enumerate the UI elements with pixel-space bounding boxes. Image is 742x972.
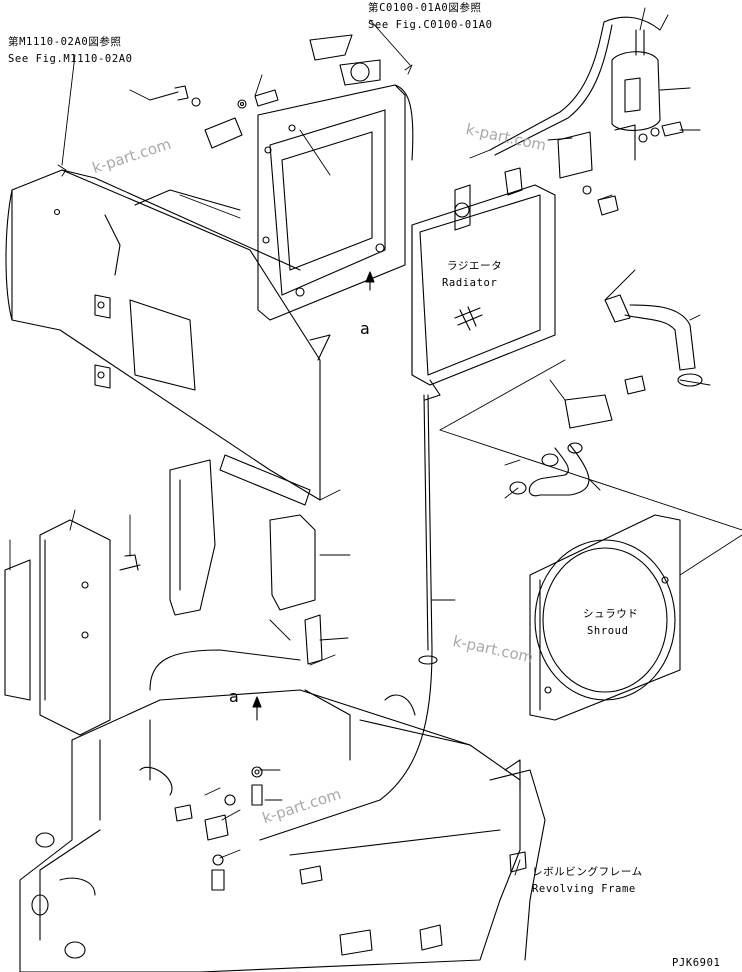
radiator-frame [257,34,414,321]
view-arrow-a-bottom [252,696,262,721]
view-arrow-a-top [365,271,375,291]
side-cover-panel [5,169,331,506]
leader-lines [9,7,742,876]
ref-c0100-jp: 第C0100-01A0図参照 [368,2,482,14]
ref-c0100-en: See Fig.C0100-01A0 [368,19,493,31]
radiator-label-en: Radiator [442,277,498,289]
revolving-frame [19,649,546,972]
shroud-label-en: Shroud [587,625,629,637]
lower-hose [509,394,613,497]
radiator-label-jp: ラジエータ [447,260,503,272]
ref-m1110-jp: 第M1110-02A0図参照 [8,36,122,48]
view-marker-a-top: a [360,319,371,338]
shroud [529,514,681,721]
ref-m1110-en: See Fig.M1110-02A0 [8,53,133,65]
frame-label-jp: レボルビングフレーム [532,866,643,878]
radiator-core [411,167,556,401]
drain-tube [259,394,438,841]
top-fasteners [149,85,279,149]
lower-fasteners [174,766,263,891]
drawing-code: PJK6901 [672,957,721,969]
frame-label-en: Revolving Frame [532,883,636,895]
side-panels [4,459,323,736]
reserve-tank [489,16,684,216]
upper-hose [604,294,703,395]
shroud-label-jp: シュラウド [583,608,639,620]
view-marker-a-bottom: a [229,687,240,706]
